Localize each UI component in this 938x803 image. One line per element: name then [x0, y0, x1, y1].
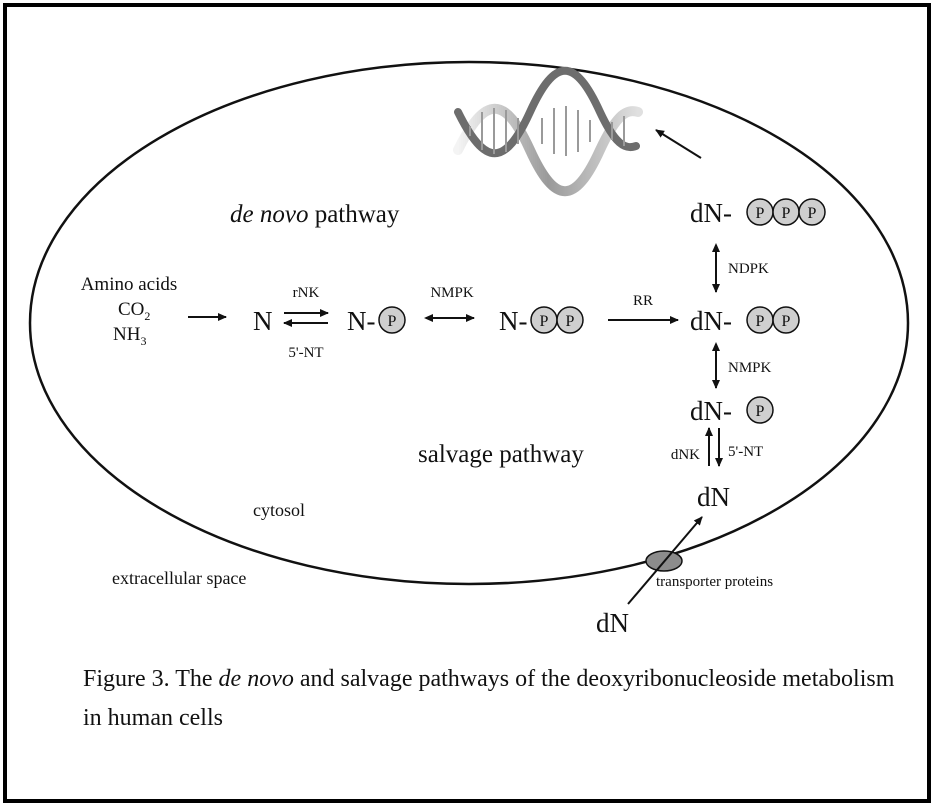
dn-prefix: dN-: [690, 306, 732, 336]
enzyme-nmpk: NMPK: [430, 285, 474, 301]
dn-deoxynucleoside-intracellular: dN: [697, 482, 730, 512]
dn-monophosphate: dN- P: [690, 396, 774, 426]
phosphate-circle: [798, 198, 826, 226]
figure-caption: Figure 3. The de novo and salvage pathwa…: [83, 660, 903, 738]
caption-prefix: Figure 3. The: [83, 666, 219, 692]
caption-suffix: and salvage pathways of the deoxyribonuc…: [83, 666, 895, 731]
phosphate-circle: [746, 396, 774, 424]
enzyme-rnk: rNK: [293, 285, 320, 301]
salvage-pathway-label: salvage pathway: [418, 441, 584, 468]
dn-diphosphate: dN- P P: [690, 306, 800, 336]
phosphate-label: P: [566, 313, 575, 330]
enzyme-ndpk: NDPK: [728, 261, 769, 277]
caption-italic: de novo: [218, 666, 294, 692]
nh3-label: NH3: [113, 324, 146, 348]
transporter-proteins-label: transporter proteins: [656, 574, 773, 590]
amino-acids-label: Amino acids: [81, 274, 178, 295]
phosphate-label: P: [756, 313, 765, 330]
n-prefix: N-: [347, 306, 376, 336]
dn-prefix: dN-: [690, 396, 732, 426]
phosphate-label: P: [388, 313, 397, 330]
figure: de novo pathway salvage pathway cytosol …: [3, 3, 931, 803]
n-nucleoside: N: [253, 306, 273, 336]
n-monophosphate: N- P: [347, 306, 406, 336]
n-prefix: N-: [499, 306, 528, 336]
precursors: Amino acids CO2 NH3: [81, 274, 178, 348]
phosphate-label: P: [808, 205, 817, 222]
enzyme-5nt: 5'-NT: [288, 345, 323, 361]
phosphate-label: P: [782, 205, 791, 222]
cell-membrane: [28, 60, 910, 586]
de-novo-pathway-label: de novo pathway: [230, 201, 400, 228]
dn-triphosphate: dN- P P P: [690, 198, 826, 228]
arrow-to-dna: [655, 129, 702, 159]
enzyme-rr: RR: [633, 293, 653, 309]
phosphate-circle: [556, 306, 584, 334]
pathway-diagram: de novo pathway salvage pathway cytosol …: [28, 60, 910, 638]
phosphate-circle: [378, 306, 406, 334]
phosphate-label: P: [782, 313, 791, 330]
cytosol-label: cytosol: [253, 500, 305, 520]
phosphate-label: P: [756, 403, 765, 420]
dn-prefix: dN-: [690, 198, 732, 228]
dn-deoxynucleoside-extracellular: dN: [596, 608, 629, 638]
n-diphosphate: N- P P: [499, 306, 584, 336]
enzyme-dnk: dNK: [671, 447, 700, 463]
phosphate-label: P: [756, 205, 765, 222]
enzyme-5nt-salvage: 5'-NT: [728, 444, 763, 460]
phosphate-label: P: [540, 313, 549, 330]
enzyme-nmpk-vertical: NMPK: [728, 360, 772, 376]
arrow-transport-in: [627, 516, 703, 605]
dna-helix-icon: [453, 66, 643, 197]
phosphate-circle: [772, 306, 800, 334]
extracellular-space-label: extracellular space: [112, 568, 246, 588]
co2-label: CO2: [118, 299, 150, 323]
